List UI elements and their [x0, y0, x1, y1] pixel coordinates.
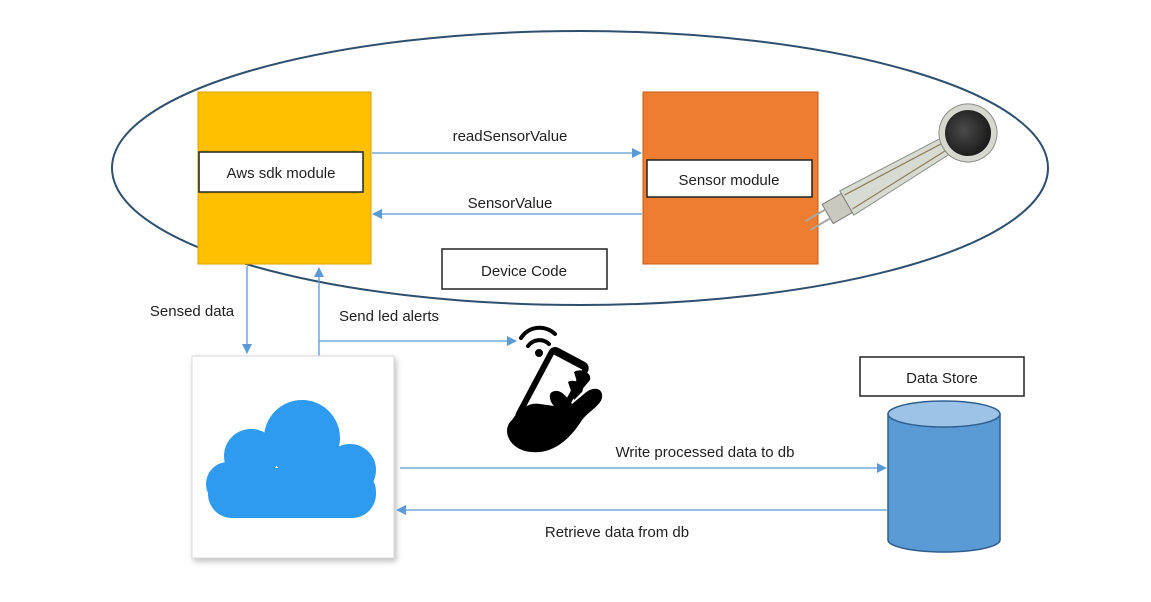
aws-sdk-module-label-box	[198, 151, 364, 193]
database-cylinder-icon	[887, 400, 1001, 553]
cloud-service-card	[191, 355, 395, 559]
sensed-data-label: Sensed data	[150, 303, 235, 320]
sensor-module-label-box	[646, 159, 813, 198]
data-store-box	[859, 356, 1025, 397]
data-store-label: Data Store	[906, 370, 978, 387]
hand-phone-icon	[507, 325, 603, 453]
sensor-value-label: SensorValue	[468, 195, 553, 212]
sensor-module-node: Sensor module	[642, 91, 819, 265]
force-sensor-icon	[804, 103, 998, 231]
read-sensor-value-label: readSensorValue	[453, 128, 568, 145]
sensor-module-label: Sensor module	[679, 172, 780, 189]
device-code-label: Device Code	[481, 263, 567, 280]
send-led-alerts-label: Send led alerts	[339, 308, 439, 325]
device-code-box	[441, 248, 608, 290]
aws-sdk-module-label: Aws sdk module	[227, 165, 336, 182]
cloud-icon	[206, 400, 376, 518]
device-boundary-ellipse	[111, 30, 1049, 306]
aws-sdk-module-node: Aws sdk module	[197, 91, 372, 265]
write-processed-label: Write processed data to db	[616, 444, 795, 461]
retrieve-data-label: Retrieve data from db	[545, 524, 689, 541]
